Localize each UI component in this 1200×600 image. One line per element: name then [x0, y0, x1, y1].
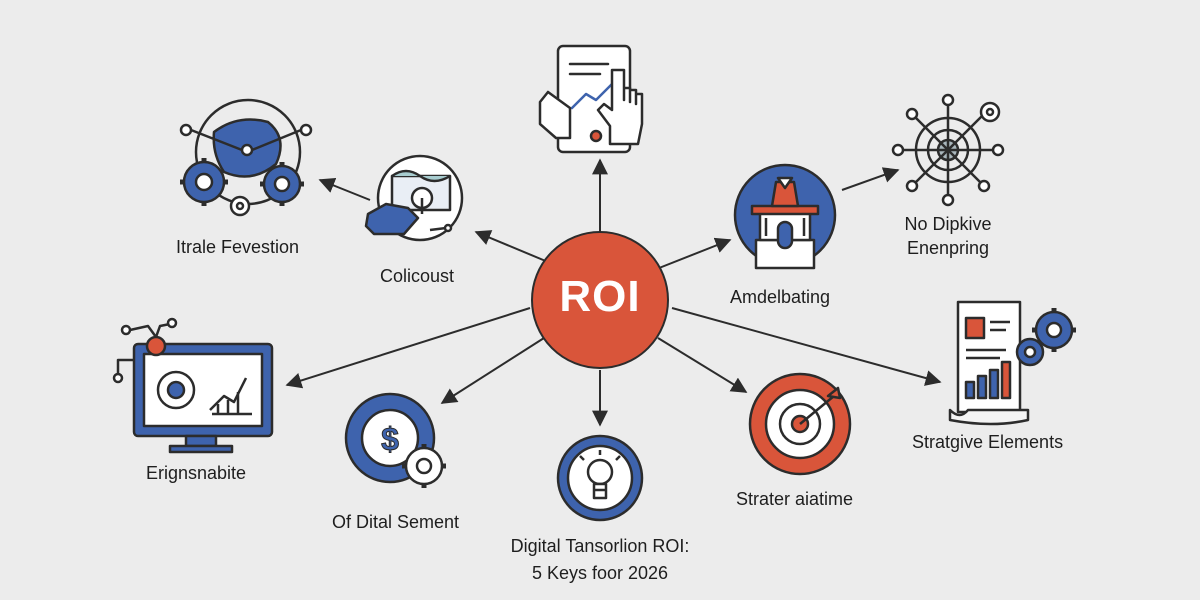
diagram-caption: Digital Tansorlion ROI: 5 Keys foor 2026: [511, 533, 690, 587]
report-gears-icon: [948, 300, 1076, 426]
arrow-to-no-dipkive: [841, 167, 900, 191]
node-label-stratgive-elements: Stratgive Elements: [912, 432, 1064, 452]
arrow-to-itrale: [318, 177, 371, 201]
tablet-touch-icon: [538, 44, 644, 154]
target-network-icon: [891, 93, 1005, 207]
arrow-to-colicoust: [474, 230, 549, 263]
roi-hub: [531, 231, 669, 369]
node-label-itrale-fevestion: Itrale Fevestion: [176, 237, 300, 257]
caption-line-2: 5 Keys foor 2026: [531, 563, 669, 583]
arrow-to-amdelbating: [653, 237, 732, 271]
institution-icon: [733, 163, 837, 270]
node-label-amdelbating: Amdelbating: [730, 287, 831, 307]
arrow-to-erignsnabite: [285, 307, 531, 389]
roi-hub-label: ROI: [559, 272, 641, 321]
arrow-to-strater: [657, 337, 748, 393]
node-label-of-dital-sement: Of Dital Sement: [332, 512, 460, 532]
arrow-to-stratgive: [671, 307, 942, 386]
node-label-no-dipkive: No Dipkive Enenpring: [904, 214, 992, 258]
dollar-sign-icon: $: [381, 421, 399, 457]
connector-arrows: [285, 158, 942, 427]
caption-line-1: Digital Tansorlion ROI:: [510, 536, 690, 556]
node-label-colicoust: Colicoust: [380, 266, 455, 286]
money-hand-icon: [364, 154, 464, 242]
gears-globe-icon: [179, 98, 313, 217]
arrow-to-of-dital: [440, 337, 545, 404]
lightbulb-icon: [556, 434, 644, 522]
dollar-gear-icon: [344, 392, 446, 488]
target-arrow-icon: [748, 372, 852, 476]
monitor-analytics-icon: [112, 317, 274, 454]
node-label-strater-aiatime: Strater aiatime: [736, 489, 854, 509]
node-label-erignsnabite: Erignsnabite: [146, 463, 247, 483]
